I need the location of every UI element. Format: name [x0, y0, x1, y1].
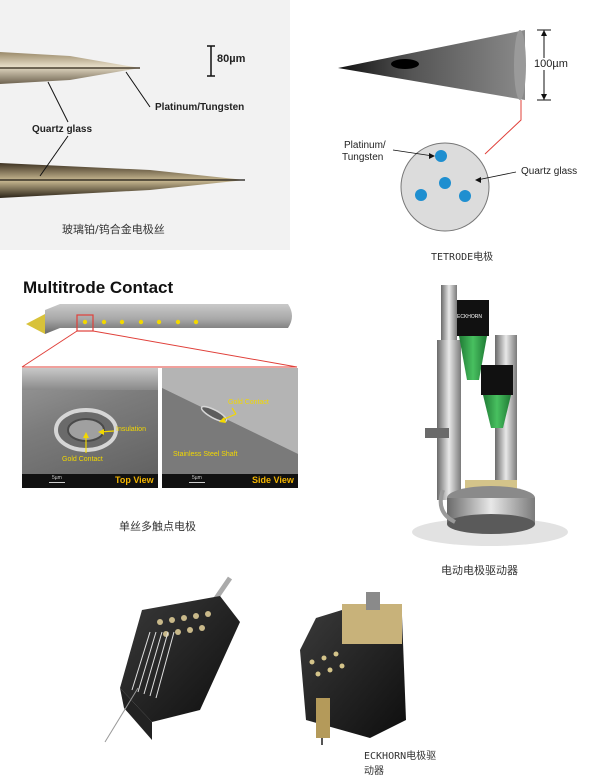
multitrode-panel: Multitrode Contact [0, 270, 320, 540]
scale-label: 100µm [534, 58, 568, 70]
sem-scale-text: 5µm [52, 475, 62, 481]
tetrode-wire-dot [415, 189, 427, 201]
contact-dot [138, 319, 144, 325]
multitrode-title: Multitrode Contact [23, 278, 174, 297]
contact-dot [156, 319, 162, 325]
tetrode-wire-dot [435, 150, 447, 162]
eckhorn-drive-photo [104, 576, 406, 745]
zoom-box [76, 314, 94, 332]
multitrode-shaft-tip [26, 314, 45, 334]
sem-top-surface-edge [22, 368, 158, 390]
eckhorn-panel: ECKHORN电极驱动器 [80, 570, 440, 777]
glass-electrode-caption: 玻璃铂/钨合金电极丝 [62, 223, 165, 236]
tetrode-panel: 100µm Platinum/ Tungsten Quartz glass TE… [300, 0, 601, 265]
tetrode-glass-label: Quartz glass [521, 166, 578, 177]
motor-drive-panel: ECKHORN 电动电极驱动器 [395, 280, 601, 580]
contact-dot [193, 319, 199, 325]
top-view-tag: Top View [115, 475, 154, 485]
motor-brand-label: ECKHORN [457, 314, 483, 320]
tetrode-tip [338, 30, 525, 100]
tetrode-wire-dot [439, 177, 451, 189]
multitrode-illustration [21, 304, 298, 368]
multitrode-shaft [45, 304, 292, 334]
quartz-glass-label: Quartz glass [32, 124, 93, 135]
scale-label: 80µm [217, 53, 246, 65]
sem-info-bar: 5µm Top View [22, 474, 158, 488]
sem-top-view: Insulation Gold Contact 5µm Top View [22, 368, 158, 488]
tetrode-metal-label-line1: Platinum/ [344, 140, 386, 151]
tetrode-caption: TETRODE电极 [431, 252, 494, 263]
tetrode-illustration [338, 29, 551, 232]
glass-electrode-panel: 80µm Platinum/Tungsten Quartz glass 玻璃铂/… [0, 0, 290, 250]
tetrode-metal-label-line2: Tungsten [342, 152, 384, 163]
multitrode-caption: 单丝多触点电极 [119, 520, 196, 533]
sem-info-bar: 5µm Side View [162, 474, 298, 488]
sem-scale-text: 5µm [192, 475, 202, 481]
tetrode-wire-dot [459, 190, 471, 202]
sem-side-view: Gold Contact Stainless Steel Shaft 5µm S… [162, 368, 298, 488]
motor-drive-caption: 电动电极驱动器 [441, 564, 518, 577]
stainless-steel-shaft-label: Stainless Steel Shaft [173, 451, 238, 458]
contact-dot [175, 319, 181, 325]
eckhorn-drive-body-left [120, 596, 240, 722]
sem-scale-bar [189, 482, 205, 483]
contact-dot [119, 319, 125, 325]
platinum-tungsten-label: Platinum/Tungsten [155, 102, 245, 113]
motor-drive-photo [412, 285, 568, 546]
motor-unit [481, 365, 513, 395]
glass-electrode-illustration [0, 45, 245, 198]
contact-dot [82, 319, 88, 325]
gold-contact-label: Gold Contact [62, 456, 103, 463]
motor-unit [457, 300, 489, 336]
side-view-tag: Side View [252, 475, 294, 485]
contact-dot [101, 319, 107, 325]
insulation-label: Insulation [116, 426, 146, 433]
gold-contact-label: Gold Contact [228, 399, 269, 406]
sem-scale-bar [49, 482, 65, 483]
eckhorn-caption: ECKHORN电极驱动器 [364, 751, 437, 777]
